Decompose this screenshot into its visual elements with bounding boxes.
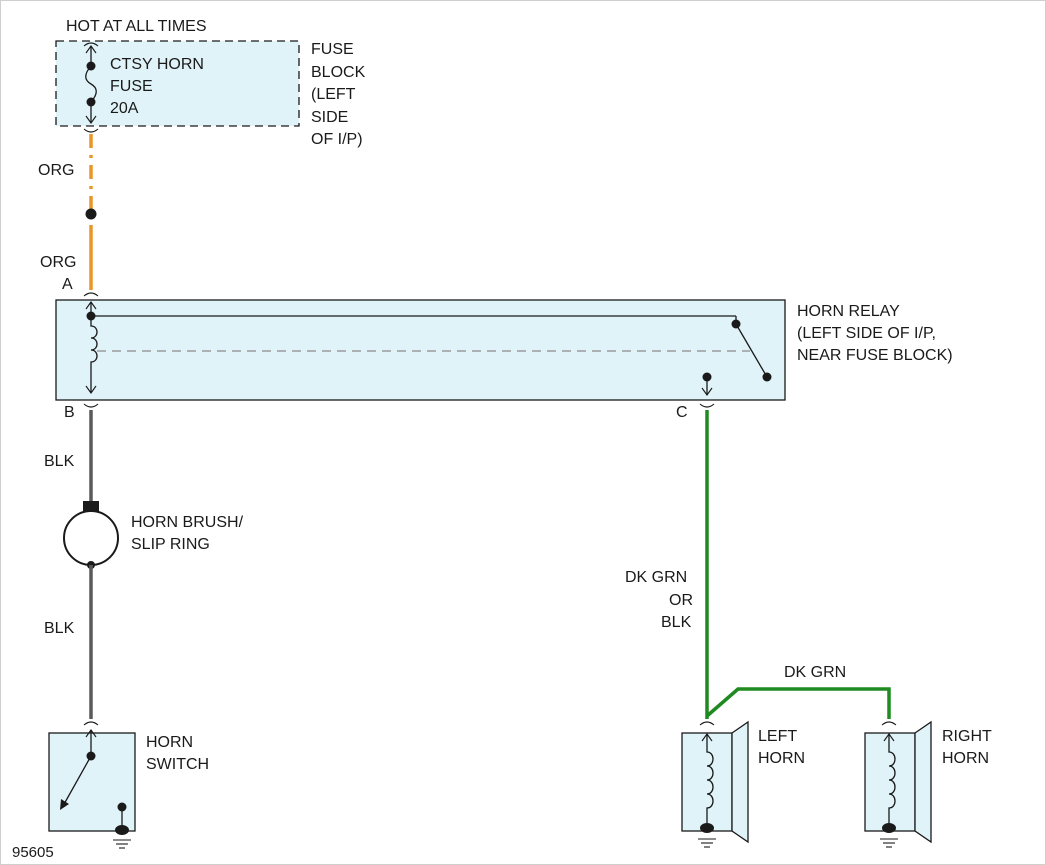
terminal-b-label: B — [64, 404, 75, 421]
right-horn-bell — [914, 720, 932, 844]
relay-terminal-c-arrow — [701, 387, 713, 396]
left-horn-coil — [706, 734, 714, 828]
left-horn: LEFT HORN — [681, 720, 805, 848]
horn-switch-ground-icon — [113, 839, 131, 849]
fuse-block-label-line5: OF I/P) — [311, 131, 363, 148]
fuse-block-box — [55, 40, 300, 127]
fuse-element — [85, 65, 97, 103]
terminal-c-label: C — [676, 404, 688, 421]
relay-terminal-c-connector — [699, 403, 715, 408]
horn-switch-connector — [83, 721, 99, 726]
horn-relay-box — [55, 299, 786, 401]
fuse-label-line3: 20A — [110, 100, 139, 117]
fuse-bottom-arrow — [85, 115, 97, 124]
right-horn-connector — [881, 721, 897, 726]
horn-switch-blade-arrow — [60, 799, 69, 810]
horn-switch: HORN SWITCH — [48, 721, 209, 849]
horn-switch-ground-eyelet — [115, 825, 129, 835]
dkgrn-or-blk-label-line2: OR — [669, 592, 693, 609]
relay-label-line1: HORN RELAY — [797, 303, 900, 320]
relay-label-line2: (LEFT SIDE OF I/P, — [797, 325, 936, 342]
right-horn-box — [864, 732, 916, 832]
horn-switch-label-line1: HORN — [146, 734, 193, 751]
relay-terminal-b-connector — [83, 403, 99, 408]
diagram-number: 95605 — [12, 844, 54, 861]
horn-brush-slip-ring — [63, 510, 119, 566]
right-horn-coil — [888, 734, 896, 828]
hot-at-all-times-label: HOT AT ALL TIMES — [66, 18, 207, 35]
right-horn-ground-icon — [880, 838, 898, 848]
relay-switch-blade — [735, 323, 768, 378]
left-horn-bell — [731, 720, 749, 844]
relay-terminal-a-connector — [83, 292, 99, 297]
fuse-label-line2: FUSE — [110, 78, 153, 95]
fuse-bottom-connector — [83, 128, 99, 133]
org-wire-label-1: ORG — [38, 162, 74, 179]
fuse-top-connector — [83, 42, 99, 47]
blk-wire-label-2: BLK — [44, 620, 75, 637]
left-horn-connector — [699, 721, 715, 726]
horn-brush-cap — [83, 501, 99, 511]
right-horn-label-line1: RIGHT — [942, 728, 992, 745]
fuse-block-label-line3: (LEFT — [311, 86, 356, 103]
dkgrn-wire-to-right-horn — [705, 687, 891, 719]
horn-relay: HORN RELAY (LEFT SIDE OF I/P, NEAR FUSE … — [55, 292, 953, 421]
dkgrn-wire-label: DK GRN — [784, 664, 846, 681]
fuse-block-label-line4: SIDE — [311, 109, 348, 126]
relay-label-line3: NEAR FUSE BLOCK) — [797, 347, 953, 364]
relay-switch-contact — [762, 372, 772, 382]
right-horn-ground-eyelet — [882, 823, 896, 833]
horn-switch-box — [48, 732, 136, 832]
relay-coil — [90, 316, 98, 392]
org-wire-splice — [85, 208, 97, 220]
horn-switch-blade — [62, 755, 92, 807]
left-horn-label-line1: LEFT — [758, 728, 797, 745]
org-wire: ORG ORG A — [38, 134, 97, 293]
blk-wire-label-1: BLK — [44, 453, 75, 470]
left-horn-ground-icon — [698, 838, 716, 848]
fuse-block: HOT AT ALL TIMES CTSY HORN FUSE 20A FUSE… — [55, 18, 366, 148]
horn-brush-label-line2: SLIP RING — [131, 536, 210, 553]
left-horn-ground-eyelet — [700, 823, 714, 833]
left-horn-label-line2: HORN — [758, 750, 805, 767]
relay-coil-bottom-arrow — [85, 385, 97, 394]
right-horn: RIGHT HORN — [864, 720, 992, 848]
dkgrn-wires: DK GRN OR BLK DK GRN — [625, 410, 891, 719]
terminal-a-label: A — [62, 276, 73, 293]
blk-wire-and-brush: BLK HORN BRUSH/ SLIP RING BLK — [44, 410, 244, 719]
dkgrn-or-blk-label-line1: DK GRN — [625, 569, 687, 586]
dkgrn-or-blk-label-line3: BLK — [661, 614, 692, 631]
fuse-block-label-line1: FUSE — [311, 41, 354, 58]
org-wire-label-2: ORG — [40, 254, 76, 271]
right-horn-label-line2: HORN — [942, 750, 989, 767]
horn-switch-label-line2: SWITCH — [146, 756, 209, 773]
fuse-label-line1: CTSY HORN — [110, 56, 204, 73]
fuse-block-label-line2: BLOCK — [311, 64, 366, 81]
horn-brush-label-line1: HORN BRUSH/ — [131, 514, 244, 531]
